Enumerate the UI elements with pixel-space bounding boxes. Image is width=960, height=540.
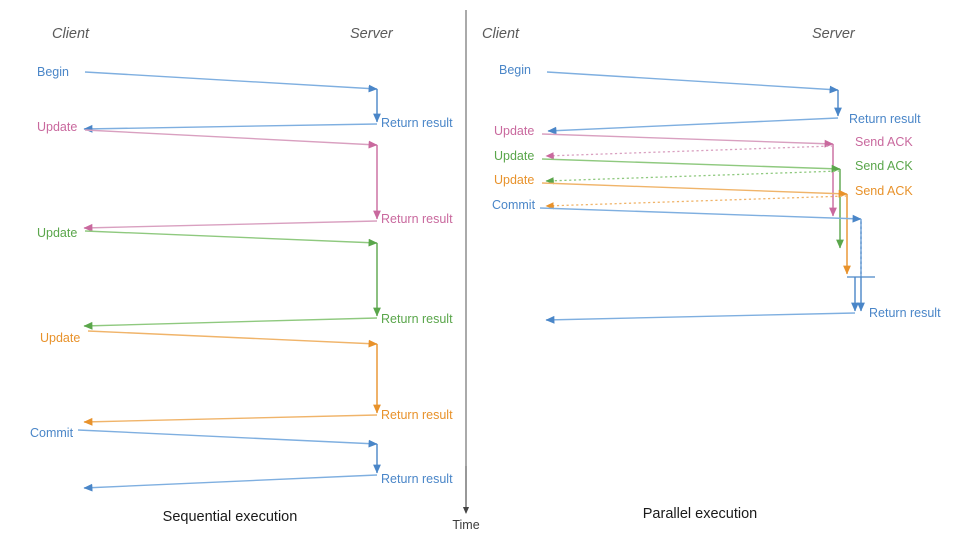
request-arrow-update-2 — [541, 158, 841, 173]
lane-header-client: Client — [52, 26, 90, 42]
message-label-update-2: Update — [37, 226, 77, 240]
message-sequential-begin — [83, 71, 381, 133]
message-label-update-1: Update — [494, 124, 534, 138]
request-arrow-update-2 — [84, 230, 378, 247]
reply-arrow-update-1 — [83, 220, 378, 232]
ack-arrow-update-1 — [545, 145, 834, 160]
message-label-update-3: Update — [40, 331, 80, 345]
message-sequential-update-2 — [83, 230, 381, 330]
request-arrow-update-3 — [87, 330, 378, 348]
reply-label-update-2: Return result — [381, 312, 453, 326]
request-arrow-begin — [546, 71, 839, 94]
reply-label-commit: Return result — [869, 306, 941, 320]
panel-caption-sequential: Sequential execution — [163, 509, 298, 525]
message-parallel-update-1 — [541, 133, 837, 217]
reply-arrow-commit — [545, 312, 856, 324]
ack-label-update-2: Send ACK — [855, 159, 913, 173]
panel-caption-parallel: Parallel execution — [643, 506, 757, 522]
message-sequential-update-1 — [83, 129, 381, 232]
reply-arrow-begin — [547, 117, 839, 135]
message-label-begin: Begin — [37, 65, 69, 79]
time-axis: Time — [452, 466, 480, 532]
lane-header-client: Client — [482, 26, 520, 42]
ack-arrow-update-3 — [545, 195, 848, 210]
reply-arrow-commit — [83, 474, 378, 492]
message-parallel-update-2 — [541, 158, 844, 249]
message-parallel-update-3 — [541, 182, 851, 275]
reply-arrow-update-3 — [83, 414, 378, 426]
message-label-update-1: Update — [37, 120, 77, 134]
reply-label-begin: Return result — [849, 112, 921, 126]
request-arrow-begin — [84, 71, 378, 93]
lane-header-server: Server — [812, 26, 856, 42]
message-label-begin: Begin — [499, 63, 531, 77]
message-parallel-commit — [539, 207, 875, 324]
request-arrow-update-1 — [84, 129, 378, 149]
lane-header-server: Server — [350, 26, 394, 42]
message-label-update-2: Update — [494, 149, 534, 163]
message-sequential-update-3 — [83, 330, 381, 426]
ack-label-update-3: Send ACK — [855, 184, 913, 198]
reply-label-commit: Return result — [381, 472, 453, 486]
message-parallel-begin — [546, 71, 842, 135]
reply-label-update-3: Return result — [381, 408, 453, 422]
message-label-commit: Commit — [492, 198, 536, 212]
ack-arrow-update-2 — [545, 170, 841, 185]
reply-label-update-1: Return result — [381, 212, 453, 226]
request-arrow-commit — [77, 429, 378, 448]
reply-arrow-update-2 — [83, 317, 378, 330]
message-label-commit: Commit — [30, 426, 74, 440]
reply-label-begin: Return result — [381, 116, 453, 130]
reply-arrow-begin — [83, 123, 378, 133]
message-label-update-3: Update — [494, 173, 534, 187]
ack-label-update-1: Send ACK — [855, 135, 913, 149]
request-arrow-update-1 — [541, 133, 834, 148]
message-sequential-commit — [77, 429, 381, 492]
time-axis-label: Time — [452, 518, 479, 532]
request-arrow-update-3 — [541, 182, 848, 198]
request-arrow-commit — [539, 207, 862, 223]
